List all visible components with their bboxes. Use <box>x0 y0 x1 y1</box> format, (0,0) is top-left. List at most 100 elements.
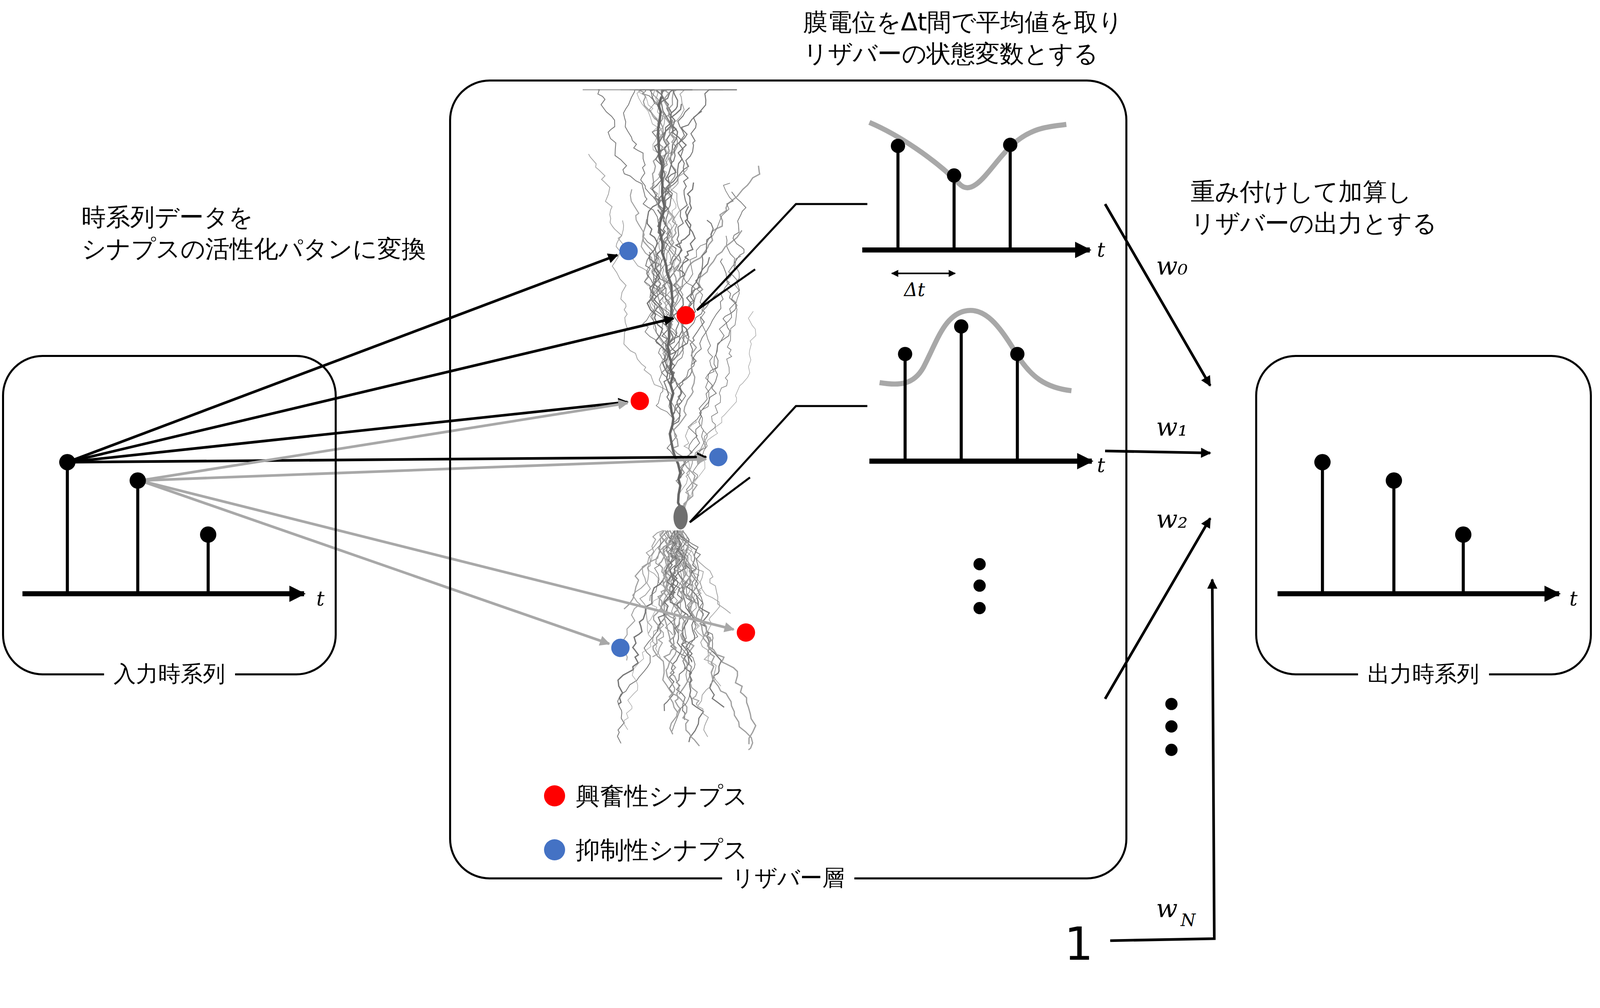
inhibitory-synapse <box>619 241 638 261</box>
dendrite <box>663 89 723 207</box>
dendrite <box>623 530 681 610</box>
dendrite <box>671 165 760 293</box>
dendrite <box>676 530 704 617</box>
time-axis <box>862 247 1090 253</box>
ellipsis-dot <box>973 558 986 571</box>
excitatory-synapse <box>736 623 755 642</box>
inhibitory-synapse <box>709 447 728 467</box>
bias-constant: 1 <box>1064 921 1093 967</box>
excitatory-synapse <box>676 306 695 325</box>
stem-dot <box>59 453 76 471</box>
dendrite <box>645 251 668 346</box>
annotation-text: 重み付けして加算し リザバーの出力とする <box>1190 175 1528 239</box>
reservoir-layer-box: リザバー層 <box>449 79 1128 880</box>
input-arrow <box>139 480 734 630</box>
stem-dot <box>1010 346 1025 362</box>
stem <box>1015 354 1020 462</box>
axis-label: t <box>1569 586 1578 611</box>
weight-arrow <box>1105 518 1211 699</box>
stem-dot <box>954 319 969 334</box>
input-arrow <box>67 457 707 463</box>
excitatory-synapse <box>630 391 649 411</box>
weight-subscript: N <box>1180 910 1196 931</box>
stem-dot <box>946 168 962 183</box>
weight-label: w₂ <box>1156 504 1188 535</box>
dendrite <box>623 89 660 121</box>
stem-dot <box>129 472 146 489</box>
ellipsis-dot <box>1165 697 1178 710</box>
legend-swatch <box>544 785 566 807</box>
input-arrow <box>67 402 628 463</box>
input-arrow <box>139 459 707 481</box>
stem-dot <box>1003 137 1018 153</box>
neuron-illustration <box>582 89 760 750</box>
weight-arrow <box>1105 451 1211 454</box>
dendrite <box>653 530 700 747</box>
box-label: リザバー層 <box>722 864 855 892</box>
legend-swatch <box>544 839 566 861</box>
box-label: 出力時系列 <box>1357 660 1489 688</box>
dendrite <box>654 89 719 153</box>
stem <box>903 354 907 462</box>
weight-label: w₀ <box>1156 251 1188 282</box>
stem <box>206 534 210 594</box>
interval-label: Δt <box>904 278 926 302</box>
stem <box>1392 480 1396 594</box>
ellipsis-dot <box>973 602 986 615</box>
membrane-potential-curve <box>879 310 1072 391</box>
axis-label: t <box>1096 237 1106 263</box>
leader-wedge <box>696 204 868 311</box>
annotation-text: 膜電位をΔt間で平均値を取り リザバーの状態変数とする <box>803 6 1212 70</box>
dendrite <box>677 530 731 614</box>
input-arrow <box>139 480 610 644</box>
input-arrow <box>67 318 674 463</box>
dendrite <box>666 530 698 732</box>
dendrite <box>666 191 746 465</box>
stem-dot <box>897 346 912 362</box>
stem-dot <box>1385 472 1403 489</box>
stem-dot <box>200 526 217 543</box>
stem <box>1461 534 1465 594</box>
dendrite <box>582 89 659 106</box>
stem <box>65 462 69 594</box>
time-axis <box>22 591 304 597</box>
axis-label: t <box>316 586 325 611</box>
dendrite <box>682 530 701 603</box>
stem-dot <box>1455 526 1472 543</box>
legend-entry: 抑制性シナプス <box>544 835 748 865</box>
legend-entry: 興奮性シナプス <box>544 781 748 811</box>
output-series-box: 出力時系列 <box>1255 354 1592 676</box>
stem-dot <box>1314 453 1331 471</box>
interval-dimension <box>891 272 955 275</box>
legend-label: 抑制性シナプス <box>575 835 748 865</box>
ellipsis-dot <box>1165 744 1178 757</box>
legend-label: 興奮性シナプス <box>575 781 748 811</box>
input-series-box: 入力時系列 <box>2 354 337 676</box>
input-arrow <box>67 255 618 463</box>
time-axis <box>869 458 1092 465</box>
weight-label: w <box>1156 893 1178 924</box>
inhibitory-synapse <box>611 638 630 658</box>
stem <box>136 480 140 594</box>
dendrite <box>624 530 678 730</box>
weight-label: w₁ <box>1156 412 1188 443</box>
dendrite <box>668 183 734 332</box>
stem <box>896 146 900 251</box>
input-arrow <box>139 402 628 481</box>
stem <box>1008 144 1012 250</box>
time-axis <box>1277 591 1560 597</box>
leader-wedge <box>689 406 868 523</box>
dendrite <box>675 530 756 745</box>
stem <box>959 326 964 462</box>
ellipsis-dot <box>973 579 986 592</box>
stem-dot <box>890 138 906 153</box>
box-label: 入力時系列 <box>103 660 235 688</box>
dendrite <box>669 257 710 426</box>
axis-label: t <box>1096 453 1106 478</box>
annotation-text: 時系列データを シナプスの活性化パタンに変換 <box>81 201 490 265</box>
stem <box>1320 462 1325 594</box>
ellipsis-dot <box>1165 720 1178 733</box>
